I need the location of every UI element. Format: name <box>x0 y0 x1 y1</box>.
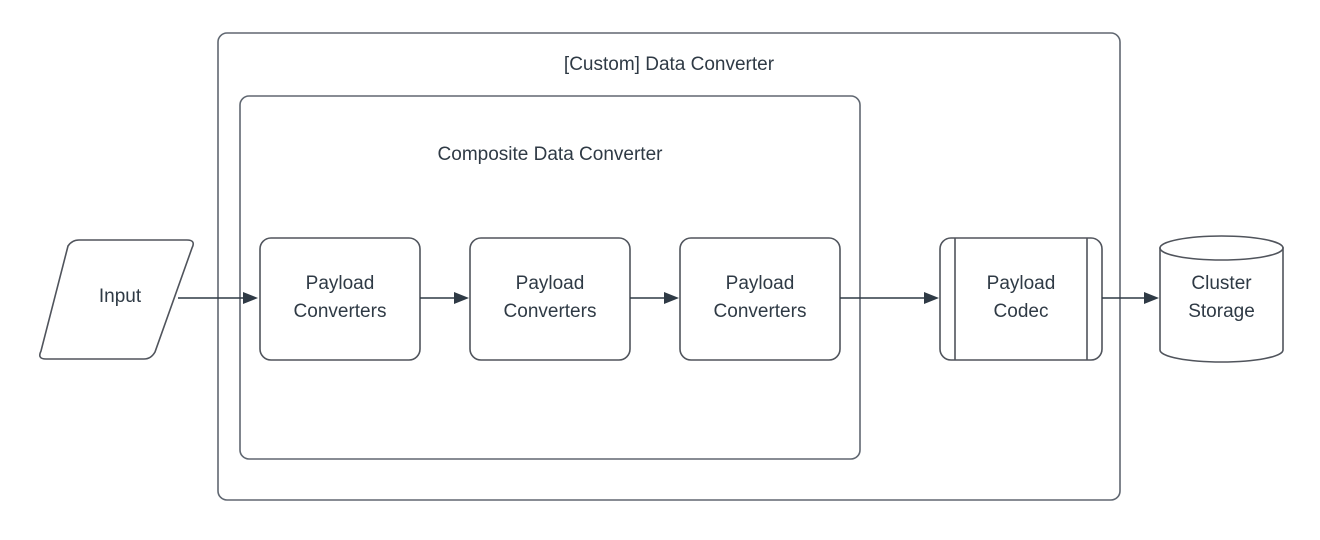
edge-payload-codec-to-cluster-storage-arrowhead <box>1144 292 1159 304</box>
node-payload-codec-label-line2: Codec <box>994 301 1049 322</box>
node-payload-codec-shape <box>939 237 1103 361</box>
node-payload-converters-1-shape <box>259 237 421 361</box>
node-cluster-storage-label-line1: Cluster <box>1191 273 1252 294</box>
node-payload-converters-3[interactable]: Payload Converters <box>679 237 841 361</box>
container-composite-data-converter-outline <box>239 95 861 460</box>
node-payload-converters-2[interactable]: Payload Converters <box>469 237 631 361</box>
edge-payload-codec-to-cluster-storage <box>1102 292 1159 304</box>
edge-payload-converters-2-to-payload-converters-3-arrowhead <box>664 292 679 304</box>
container-custom-data-converter-outline <box>217 32 1121 501</box>
container-composite-data-converter[interactable]: Composite Data Converter <box>239 95 861 460</box>
node-payload-converters-2-shape <box>469 237 631 361</box>
container-custom-data-converter[interactable]: [Custom] Data Converter <box>217 32 1121 501</box>
node-payload-converters-3-label-line2: Converters <box>714 301 807 322</box>
node-input-label: Input <box>99 286 142 307</box>
node-payload-converters-1-label-line1: Payload <box>306 273 375 294</box>
edge-payload-converters-2-to-payload-converters-3 <box>630 292 679 304</box>
node-cluster-storage-top-ellipse <box>1159 235 1284 261</box>
edge-input-to-payload-converters-1-arrowhead <box>243 292 258 304</box>
node-cluster-storage[interactable]: Cluster Storage <box>1159 235 1284 363</box>
edge-input-to-payload-converters-1 <box>178 292 258 304</box>
edge-payload-converters-1-to-payload-converters-2-arrowhead <box>454 292 469 304</box>
edge-payload-converters-1-to-payload-converters-2 <box>420 292 469 304</box>
node-cluster-storage-label-line2: Storage <box>1188 301 1255 322</box>
container-composite-data-converter-label: Composite Data Converter <box>438 144 664 165</box>
node-payload-converters-3-label-line1: Payload <box>726 273 795 294</box>
node-input[interactable]: Input <box>39 239 194 360</box>
node-cluster-storage-body <box>1159 247 1284 363</box>
node-payload-converters-2-label-line2: Converters <box>504 301 597 322</box>
edge-payload-converters-3-to-payload-codec <box>840 292 939 304</box>
node-payload-converters-3-shape <box>679 237 841 361</box>
node-payload-converters-1-label-line2: Converters <box>294 301 387 322</box>
node-payload-codec[interactable]: Payload Codec <box>939 237 1103 361</box>
node-payload-codec-label-line1: Payload <box>987 273 1056 294</box>
node-payload-converters-1[interactable]: Payload Converters <box>259 237 421 361</box>
container-custom-data-converter-label: [Custom] Data Converter <box>564 54 775 75</box>
node-payload-converters-2-label-line1: Payload <box>516 273 585 294</box>
edge-payload-converters-3-to-payload-codec-arrowhead <box>924 292 939 304</box>
node-input-shape <box>39 239 194 360</box>
